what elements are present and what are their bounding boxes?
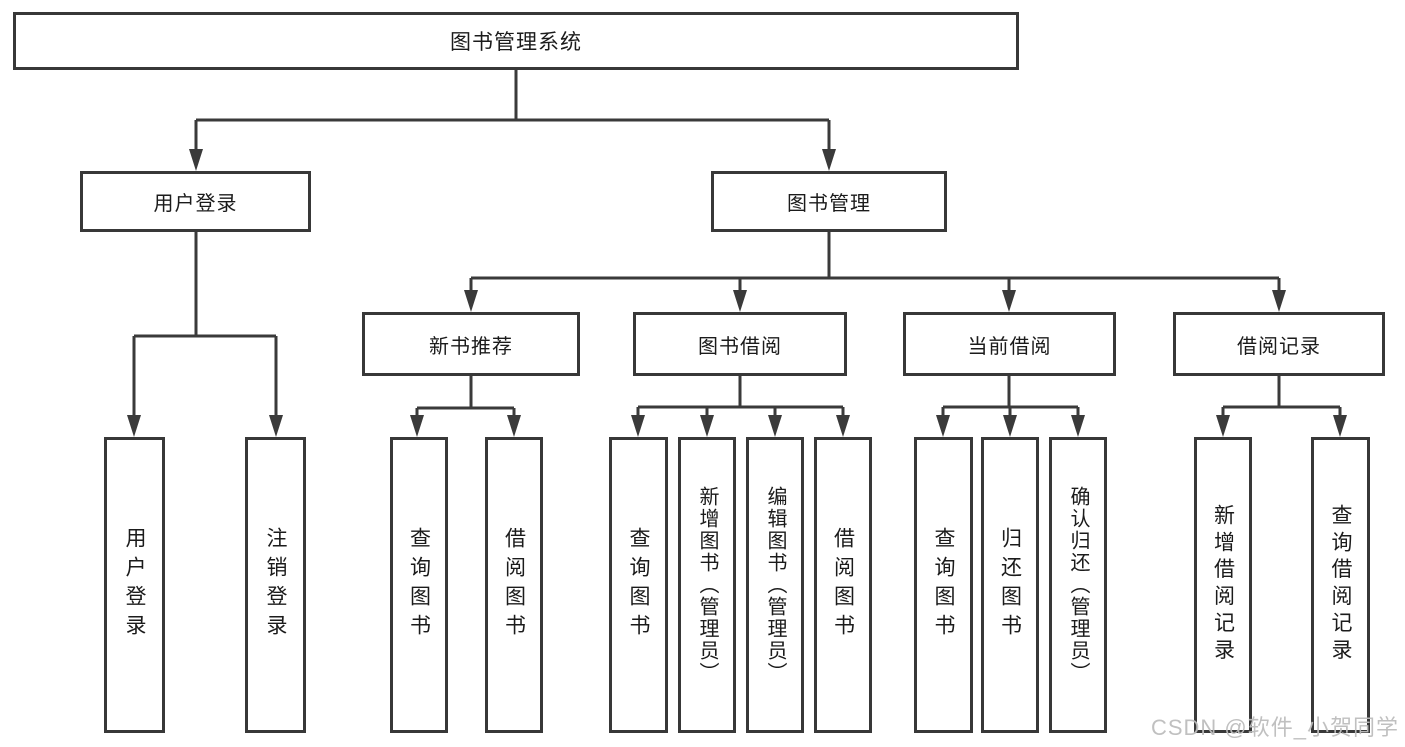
leaf-label: 新增图书（管理员） (696, 486, 718, 684)
leaf-user-login: 用户登录 (104, 437, 165, 733)
leaf-add-books-admin: 新增图书（管理员） (678, 437, 736, 733)
leaf-label: 确认归还（管理员） (1067, 486, 1089, 684)
leaf-label: 新增借阅记录 (1211, 504, 1235, 666)
node-user-login: 用户登录 (80, 171, 311, 232)
leaf-label: 查询图书 (932, 527, 955, 643)
leaf-return-books: 归还图书 (981, 437, 1039, 733)
leaf-borrow-books: 借阅图书 (814, 437, 872, 733)
leaf-label: 查询借阅记录 (1329, 504, 1352, 666)
node-root: 图书管理系统 (13, 12, 1019, 70)
leaf-borrow-books-recommend: 借阅图书 (485, 437, 543, 733)
leaf-query-books-current: 查询图书 (914, 437, 973, 733)
leaf-label: 查询图书 (407, 527, 431, 643)
leaf-query-books-borrowing: 查询图书 (609, 437, 668, 733)
leaf-label: 注销登录 (264, 527, 287, 643)
leaf-add-borrow-record: 新增借阅记录 (1194, 437, 1252, 733)
leaf-edit-books-admin: 编辑图书（管理员） (746, 437, 804, 733)
leaf-confirm-return-admin: 确认归还（管理员） (1049, 437, 1107, 733)
csdn-watermark: CSDN @软件_小贺同学 (1150, 715, 1399, 740)
leaf-label: 归还图书 (998, 527, 1022, 643)
leaf-label: 查询图书 (627, 527, 650, 643)
arrowheads (127, 149, 1347, 437)
leaf-label: 借阅图书 (831, 527, 855, 643)
node-new-book-recommendation: 新书推荐 (362, 312, 580, 376)
node-borrowing-records: 借阅记录 (1173, 312, 1385, 376)
leaf-label: 编辑图书（管理员） (764, 486, 786, 684)
leaf-logout: 注销登录 (245, 437, 306, 733)
leaf-label: 借阅图书 (502, 527, 526, 643)
leaf-label: 用户登录 (123, 527, 146, 643)
leaf-query-borrow-record: 查询借阅记录 (1311, 437, 1370, 733)
leaf-query-books-recommend: 查询图书 (390, 437, 448, 733)
node-book-management: 图书管理 (711, 171, 947, 232)
node-current-borrowing: 当前借阅 (903, 312, 1116, 376)
node-book-borrowing: 图书借阅 (633, 312, 847, 376)
